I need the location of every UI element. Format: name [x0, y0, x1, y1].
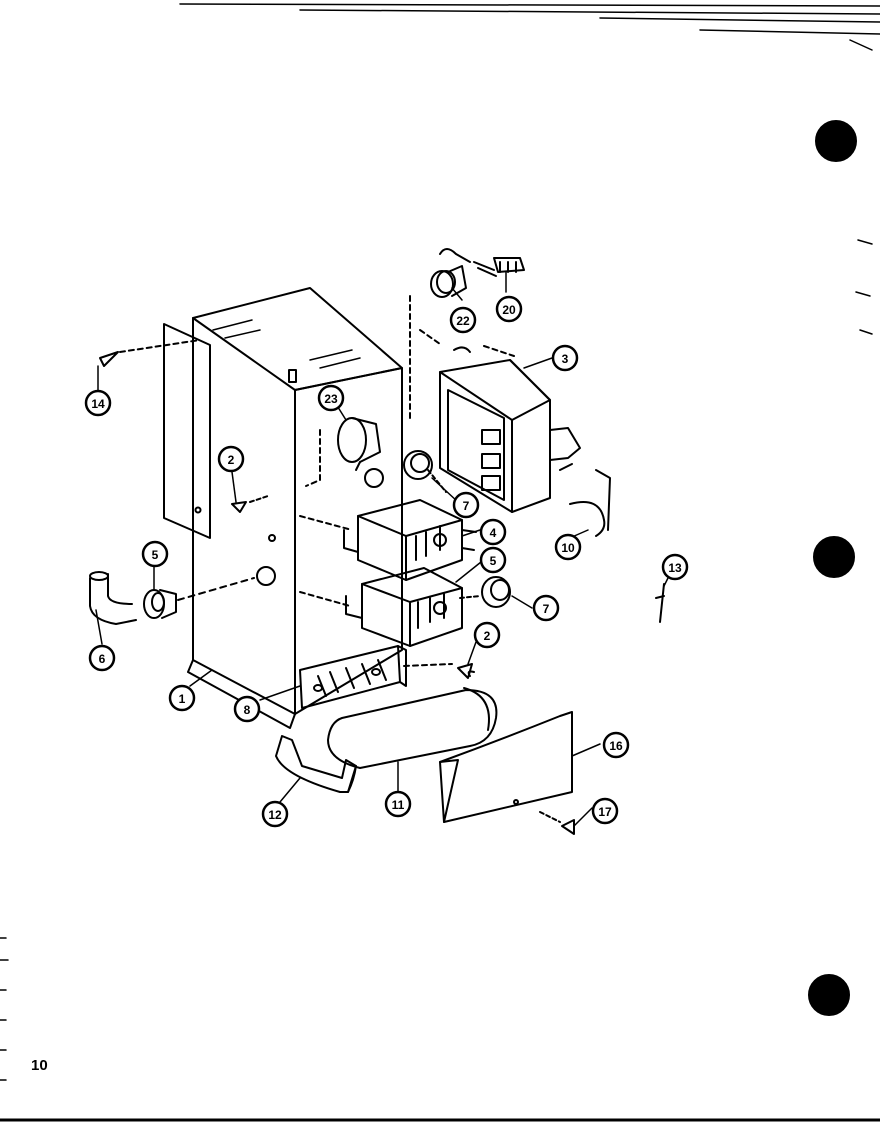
rotary-switch-lower-part-5 — [299, 567, 463, 647]
callout-c6: 6 — [88, 644, 116, 672]
callout-c20: 20 — [495, 295, 523, 323]
callout-text: 4 — [490, 526, 497, 540]
callout-text: 5 — [152, 548, 159, 562]
wire-lead-part-10 — [569, 469, 611, 537]
callout-text: 8 — [244, 703, 251, 717]
binder-hole-middle — [813, 536, 855, 578]
callout-c22: 22 — [449, 306, 477, 334]
callout-labels: 22 20 3 14 23 2 7 4 10 5 5 7 13 6 2 1 8 … — [84, 295, 689, 828]
callout-text: 17 — [598, 805, 612, 819]
callout-text: 14 — [91, 397, 105, 411]
scan-edge-noise — [0, 3, 880, 1122]
callout-c14: 14 — [84, 389, 112, 417]
callout-text: 20 — [502, 303, 516, 317]
callout-c7b: 7 — [532, 594, 560, 622]
terminal-board-part-8 — [299, 645, 407, 709]
callout-c12: 12 — [261, 800, 289, 828]
callout-c4: 4 — [479, 518, 507, 546]
hose-fitting-part-5 — [143, 577, 255, 619]
callout-c16: 16 — [602, 731, 630, 759]
callout-text: 12 — [268, 808, 282, 822]
callout-c2b: 2 — [473, 621, 501, 649]
capacitor-cover-part-16 — [439, 711, 573, 823]
screw-lower-part-2 — [403, 663, 473, 679]
callout-c10: 10 — [554, 533, 582, 561]
pin-part-13 — [655, 583, 665, 623]
callout-text: 23 — [324, 392, 338, 406]
callout-c23: 23 — [317, 384, 345, 412]
callout-c5a: 5 — [479, 546, 507, 574]
callout-c8: 8 — [233, 695, 261, 723]
callout-text: 13 — [668, 561, 682, 575]
page-number: 10 — [31, 1057, 48, 1074]
transformer-part-3 — [409, 295, 581, 513]
callout-c7a: 7 — [452, 491, 480, 519]
callout-text: 2 — [228, 453, 235, 467]
housing-part-1 — [187, 287, 403, 729]
callout-c13: 13 — [661, 553, 689, 581]
callout-text: 16 — [609, 739, 623, 753]
callout-c2a: 2 — [217, 445, 245, 473]
selector-switch-part-22 — [430, 248, 497, 298]
callout-text: 3 — [562, 352, 569, 366]
control-knob-lower-part-7 — [459, 576, 511, 608]
mounting-bracket-part-12 — [275, 735, 357, 793]
thermostat-part-23 — [305, 417, 381, 487]
cover-panel — [99, 323, 211, 539]
callout-text: 2 — [484, 629, 491, 643]
callout-text: 7 — [463, 499, 470, 513]
callout-text: 7 — [543, 602, 550, 616]
callout-text: 5 — [490, 554, 497, 568]
callout-text: 10 — [561, 541, 575, 555]
wire-connector-part-20 — [493, 257, 525, 273]
callout-text: 1 — [179, 692, 186, 706]
callout-text: 6 — [99, 652, 106, 666]
callout-c1: 1 — [168, 684, 196, 712]
callout-c11: 11 — [384, 790, 412, 818]
screw-upper-part-2 — [231, 495, 269, 513]
callout-c3: 3 — [551, 344, 579, 372]
screw-part-17 — [539, 811, 575, 835]
callout-c5b: 5 — [141, 540, 169, 568]
binder-hole-top — [815, 120, 857, 162]
capacitor-part-11 — [327, 670, 498, 769]
rotary-switch-upper-part-4 — [299, 499, 477, 581]
binder-hole-bottom — [808, 974, 850, 1016]
leader-lines — [95, 271, 669, 827]
callout-text: 22 — [456, 314, 470, 328]
callout-text: 11 — [392, 798, 405, 812]
callout-c17: 17 — [591, 797, 619, 825]
